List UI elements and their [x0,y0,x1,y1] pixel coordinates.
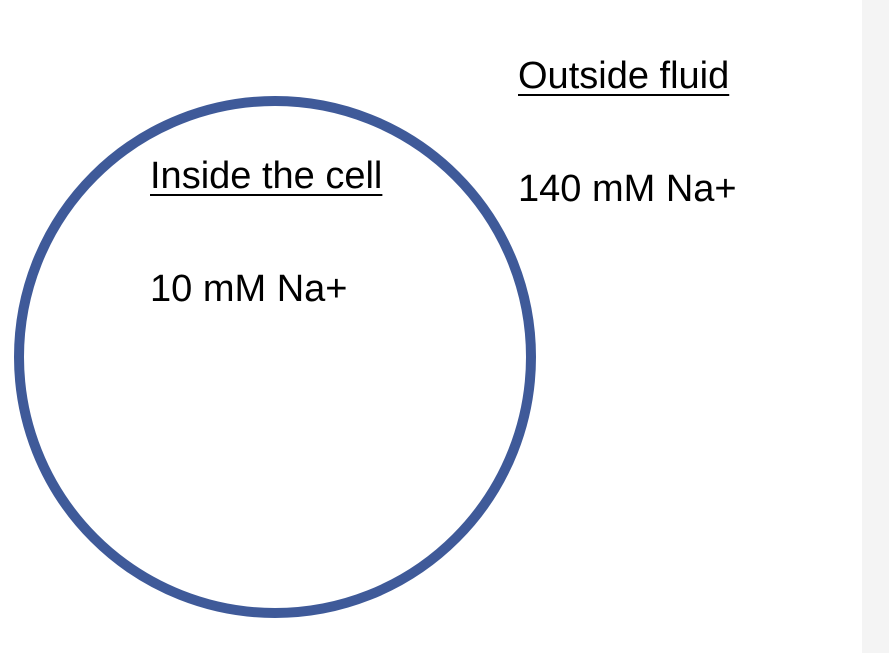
inside-cell-heading: Inside the cell [150,155,383,197]
page-edge-strip [862,0,889,653]
outside-fluid-heading: Outside fluid [518,55,730,97]
outside-concentration-label: 140 mM Na+ [518,168,737,210]
inside-concentration-label: 10 mM Na+ [150,268,348,310]
cell-membrane-circle [14,96,536,618]
